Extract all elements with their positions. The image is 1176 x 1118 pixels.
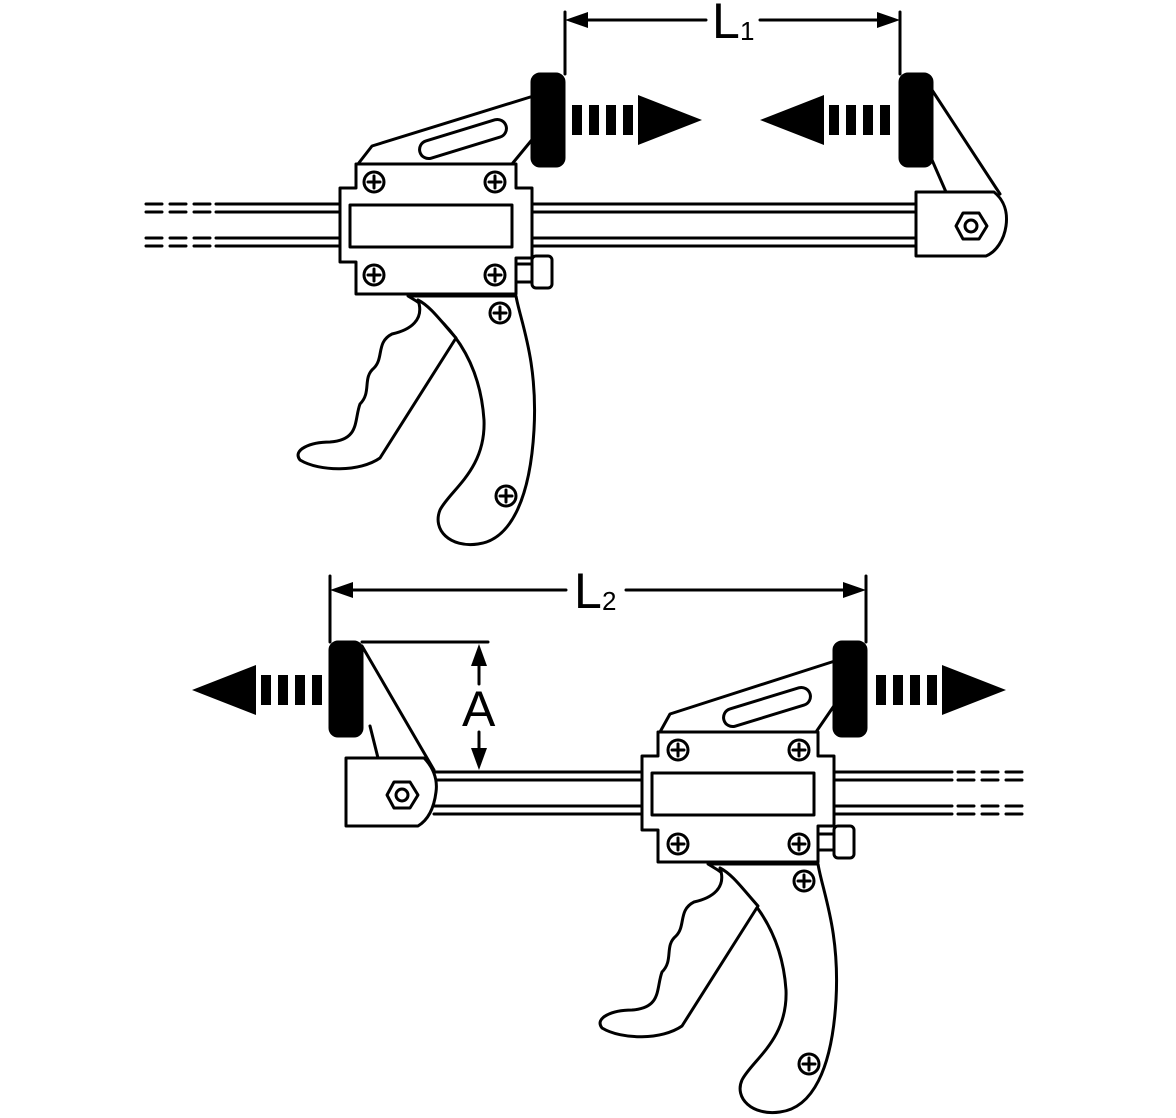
top-clamp — [144, 10, 1008, 547]
l2-label-subscript: 2 — [602, 586, 616, 616]
top-body — [338, 162, 554, 296]
bottom-bar — [432, 770, 1032, 816]
bottom-slot — [722, 685, 812, 729]
bottom-left-pad — [328, 640, 364, 738]
top-grip — [406, 294, 537, 547]
l2-dimension — [328, 574, 868, 644]
top-arrow-left — [760, 95, 890, 145]
l2-label-letter: L — [574, 563, 602, 619]
top-right-pad — [898, 72, 934, 168]
l1-dimension — [563, 10, 902, 76]
l1-label-letter: L — [712, 0, 740, 49]
top-arrow-right — [572, 95, 702, 145]
bottom-right-pad — [832, 640, 868, 738]
bottom-grip — [706, 862, 839, 1115]
bottom-body — [640, 730, 856, 864]
l1-label-subscript: 1 — [740, 16, 754, 46]
a-dimension — [360, 640, 490, 770]
bottom-trigger — [598, 866, 760, 1039]
top-left-pad — [530, 72, 566, 168]
bottom-clamp — [328, 574, 1032, 1115]
bottom-arrow-right — [876, 665, 1006, 715]
top-slot — [418, 117, 508, 161]
a-label: A — [462, 681, 496, 737]
bottom-arrow-left — [192, 665, 322, 715]
top-trigger — [296, 298, 458, 471]
top-bar — [144, 202, 918, 248]
